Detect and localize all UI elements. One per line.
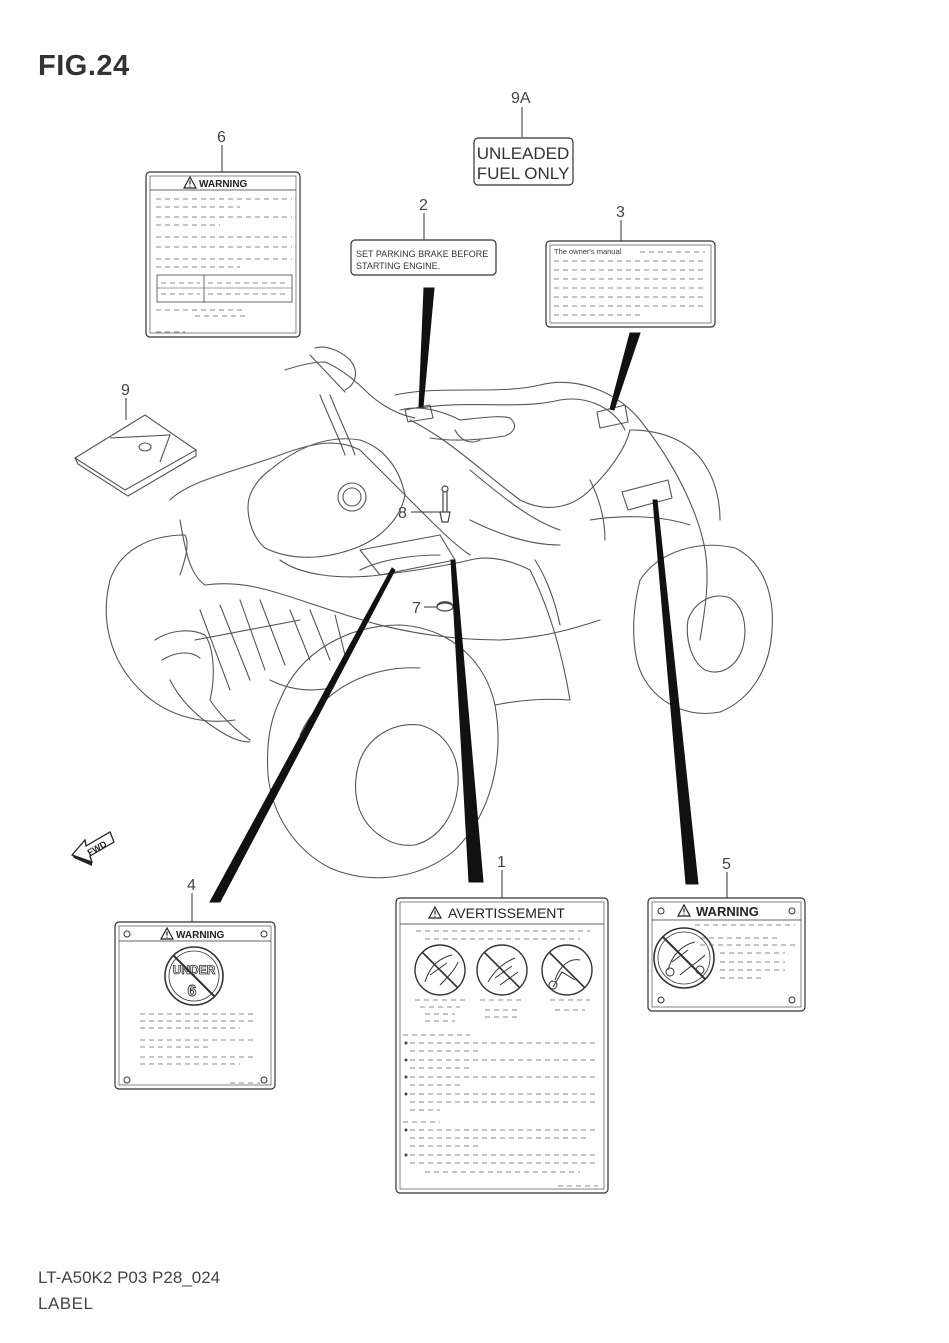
pictogram-3 <box>541 944 593 996</box>
label-4-warning-under-6: WARNING UNDER 6 <box>114 921 276 1090</box>
fwd-arrow: FWD <box>70 831 115 866</box>
leader-lines <box>125 107 728 922</box>
fuel-line-1: UNLEADED <box>477 144 570 163</box>
part-7-cap <box>436 601 454 612</box>
callout-5: 5 <box>722 856 731 873</box>
warning6-heading: WARNING <box>199 179 248 190</box>
pictogram-5 <box>653 927 715 989</box>
callout-9: 9 <box>121 382 130 399</box>
callout-3: 3 <box>616 204 625 221</box>
manual-heading: The owner's manual <box>554 247 622 256</box>
label-5-warning: WARNING <box>647 897 806 1012</box>
callout-8: 8 <box>398 505 407 522</box>
pointer-wedges <box>209 287 699 903</box>
label-1-avertissement: AVERTISSEMENT <box>395 897 609 1194</box>
label-9a-fuel: UNLEADED FUEL ONLY <box>473 137 574 186</box>
label-3-manual: The owner's manual <box>545 240 716 328</box>
callout-9a: 9A <box>511 90 531 107</box>
parking-line-1: SET PARKING BRAKE BEFORE <box>356 249 488 259</box>
part-8-pin <box>439 485 451 523</box>
avertissement-heading: AVERTISSEMENT <box>448 905 565 921</box>
atv-outline <box>105 346 773 879</box>
callout-7: 7 <box>412 600 421 617</box>
label-2-parking-brake: SET PARKING BRAKE BEFORE STARTING ENGINE… <box>350 239 497 276</box>
fuel-line-2: FUEL ONLY <box>477 164 570 183</box>
warning4-heading: WARNING <box>176 930 225 941</box>
callout-numbers: 9A 6 2 3 9 8 7 4 1 5 <box>121 90 731 894</box>
callout-4: 4 <box>187 877 196 894</box>
pictogram-2 <box>476 944 528 996</box>
callout-2: 2 <box>419 197 428 214</box>
figure-caption: LABEL <box>38 1294 94 1313</box>
pictogram-1 <box>414 944 466 996</box>
warning5-heading: WARNING <box>696 904 759 919</box>
under-badge-number: 6 <box>188 983 197 1000</box>
figure-code: LT-A50K2 P03 P28_024 <box>38 1268 221 1287</box>
callout-6: 6 <box>217 129 226 146</box>
label-6-warning: WARNING <box>145 171 301 338</box>
callout-1: 1 <box>497 854 506 871</box>
parking-line-2: STARTING ENGINE. <box>356 261 440 271</box>
figure-title: FIG.24 <box>38 50 130 82</box>
part-9-pouch <box>73 414 198 497</box>
